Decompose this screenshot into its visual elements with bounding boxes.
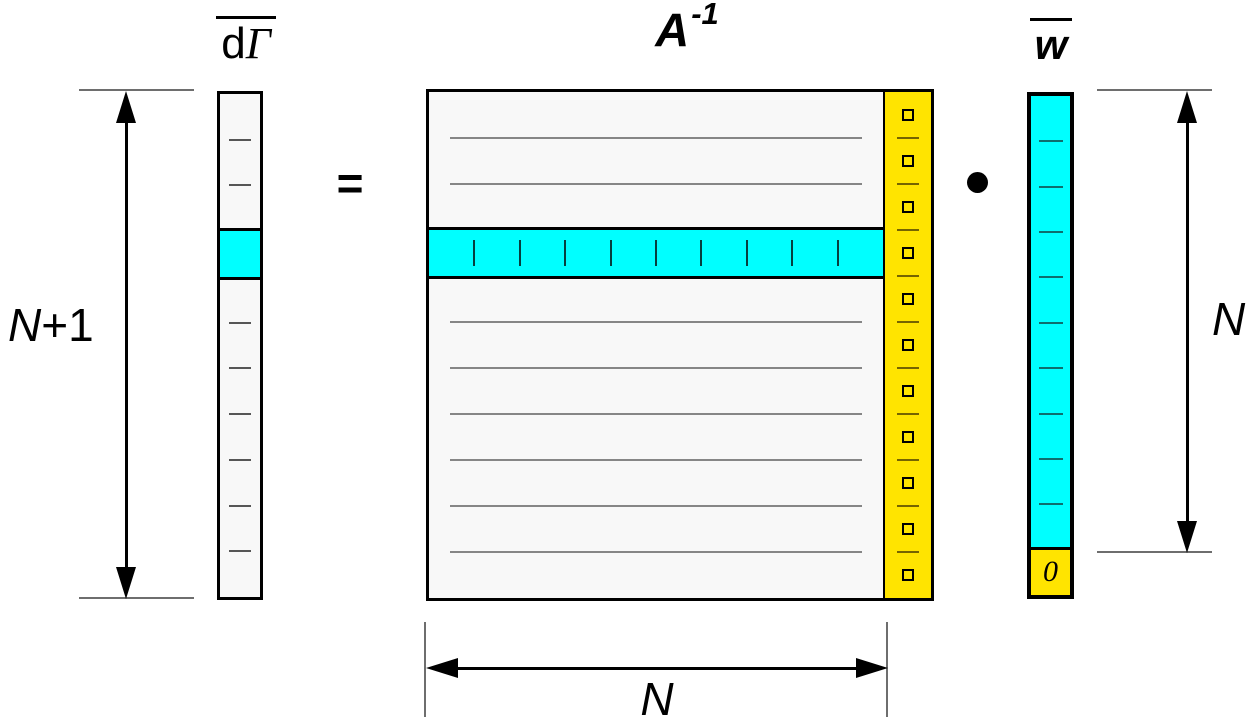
extra-column-square-icon	[902, 201, 914, 213]
matrix-highlight-row-tick	[564, 240, 567, 266]
a-base: A	[655, 3, 690, 57]
right-vector-cell-dash	[1038, 412, 1063, 415]
bottom-dim-tick-left	[424, 622, 426, 717]
right-vector-cell-dash	[1038, 367, 1063, 370]
right-vector-cell-dash	[1038, 231, 1063, 234]
dgamma-gamma: Γ	[245, 19, 271, 68]
matrix-row-line	[450, 505, 862, 507]
left-dim-suffix: +1	[41, 299, 94, 351]
extra-column-square-icon	[902, 523, 914, 535]
left-vector-cell-dash	[229, 184, 251, 187]
extra-column-cell-dash	[897, 367, 919, 369]
extra-column-square-icon	[902, 109, 914, 121]
right-dim-var: N	[1212, 293, 1246, 345]
extra-column-cell-dash	[897, 275, 919, 277]
matrix-highlight-row-tick	[791, 240, 794, 266]
extra-column-square-icon	[902, 477, 914, 489]
zero-cell-label: 0	[1043, 555, 1058, 589]
left-vector-cell-dash	[229, 550, 251, 553]
extra-column-cell-dash	[897, 413, 919, 415]
left-dim-tick-top	[79, 89, 194, 91]
extra-column-cell-dash	[897, 183, 919, 185]
matrix-highlight-row-tick	[518, 240, 521, 266]
matrix-row-line	[450, 413, 862, 415]
right-vector-cell-dash	[1038, 457, 1063, 460]
matrix-highlight-row	[429, 227, 883, 279]
left-vector-cell-dash	[229, 413, 251, 416]
extra-column-square-icon	[902, 385, 914, 397]
matrix-row-line	[450, 551, 862, 553]
extra-column-square-icon	[902, 293, 914, 305]
matrix-row-line	[450, 459, 862, 461]
extra-column-square-icon	[902, 431, 914, 443]
bottom-dim-var: N	[640, 673, 674, 725]
left-dim-tick-bottom	[79, 597, 194, 599]
left-dim-label: N+1	[8, 302, 94, 348]
matrix-row-line	[450, 137, 862, 139]
right-dim-arrow-line	[1186, 110, 1189, 535]
right-vector-cell-dash	[1038, 503, 1063, 506]
bottom-dim-arrow-line	[450, 667, 862, 670]
left-vector-cell-dash	[229, 504, 251, 507]
right-vector-cell-dash	[1038, 140, 1063, 143]
right-dim-label: N	[1212, 296, 1245, 342]
extra-column-cell-dash	[897, 321, 919, 323]
matrix-extra-column	[883, 92, 931, 598]
right-dim-tick-top	[1097, 89, 1212, 91]
left-vector-cell-dash	[229, 367, 251, 370]
right-vector-title: w	[1016, 18, 1086, 69]
left-vector-cell-dash	[229, 458, 251, 461]
extra-column-square-icon	[902, 155, 914, 167]
left-vector-highlight-cell	[220, 228, 260, 280]
dgamma-overline: dΓ	[216, 16, 276, 70]
left-dim-arrowhead-down-icon	[116, 567, 136, 599]
bottom-dim-label: N	[600, 676, 714, 722]
extra-column-cell-dash	[897, 137, 919, 139]
left-vector	[217, 91, 263, 600]
matrix-highlight-row-tick	[745, 240, 748, 266]
left-vector-cell-dash	[229, 321, 251, 324]
extra-column-cell-dash	[897, 551, 919, 553]
right-vector: 0	[1027, 92, 1074, 599]
a-superscript: -1	[691, 0, 719, 31]
matrix-row-line	[450, 183, 862, 185]
matrix-highlight-row-tick	[655, 240, 657, 266]
right-vector-cell-dash	[1038, 185, 1063, 188]
extra-column-cell-dash	[897, 459, 919, 461]
right-vector-zero-cell: 0	[1031, 546, 1070, 595]
left-dim-arrowhead-up-icon	[116, 91, 136, 123]
right-dim-arrowhead-down-icon	[1177, 521, 1197, 553]
left-vector-cell-dash	[229, 138, 251, 141]
right-dim-tick-bottom	[1097, 551, 1212, 553]
matrix-title: A-1	[616, 0, 756, 58]
extra-column-square-icon	[902, 339, 914, 351]
extra-column-square-icon	[902, 569, 914, 581]
equals-operator: =	[336, 157, 364, 209]
left-vector-title: dΓ	[203, 16, 289, 70]
matrix-highlight-row-tick	[609, 240, 612, 266]
matrix-highlight-row-tick	[836, 240, 839, 266]
matrix-highlight-row-tick	[473, 240, 476, 266]
bottom-dim-arrowhead-right-icon	[856, 658, 888, 678]
matrix-main-area	[429, 92, 883, 598]
matrix-row-line	[450, 367, 862, 369]
right-dim-arrowhead-up-icon	[1177, 91, 1197, 123]
matrix-highlight-row-tick	[700, 240, 703, 266]
dgamma-d: d	[221, 19, 246, 68]
left-dim-var: N	[8, 299, 42, 351]
right-vector-cell-dash	[1038, 276, 1063, 279]
w-overline: w	[1029, 18, 1073, 69]
extra-column-cell-dash	[897, 229, 919, 231]
matrix	[426, 89, 934, 601]
dot-operator-icon	[967, 172, 988, 193]
extra-column-cell-dash	[897, 505, 919, 507]
bottom-dim-arrowhead-left-icon	[426, 658, 458, 678]
matrix-row-line	[450, 321, 862, 323]
left-dim-arrow-line	[125, 110, 128, 580]
right-vector-cell-dash	[1038, 321, 1063, 324]
extra-column-square-icon	[902, 247, 914, 259]
